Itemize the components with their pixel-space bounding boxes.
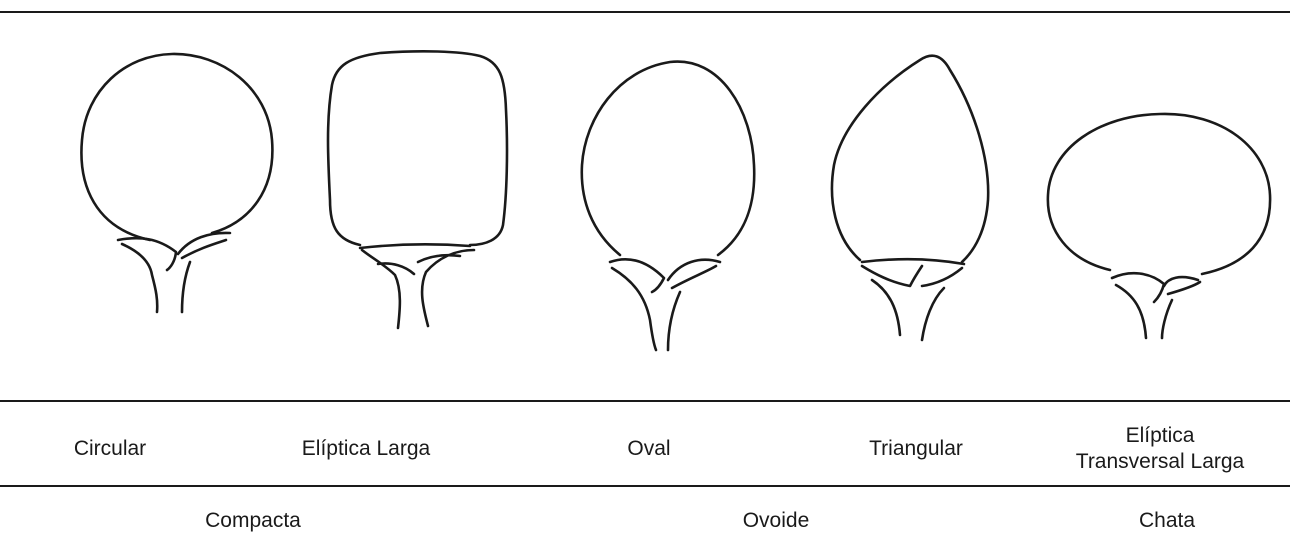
circular-shape-drawing xyxy=(81,54,272,312)
shape-label-line-2: Transversal Larga xyxy=(1076,449,1244,475)
fruit-shape-drawings xyxy=(0,0,1299,400)
triangular-shape-drawing xyxy=(832,56,988,340)
shape-label-circular: Circular xyxy=(74,436,146,462)
shape-label-eliptica-transversal-larga: Elíptica Transversal Larga xyxy=(1076,423,1244,475)
group-label-compacta: Compacta xyxy=(205,508,301,534)
oval-shape-drawing xyxy=(582,62,754,350)
group-label-chata: Chata xyxy=(1139,508,1195,534)
bottom-rule xyxy=(0,485,1290,487)
middle-rule xyxy=(0,400,1290,402)
shape-label-line-1: Elíptica xyxy=(1076,423,1244,449)
shape-label-oval: Oval xyxy=(627,436,670,462)
group-label-ovoide: Ovoide xyxy=(743,508,810,534)
eliptica-larga-shape-drawing xyxy=(328,51,507,328)
eliptica-transversal-larga-shape-drawing xyxy=(1048,114,1270,338)
shape-label-eliptica-larga: Elíptica Larga xyxy=(302,436,430,462)
shape-label-triangular: Triangular xyxy=(869,436,963,462)
